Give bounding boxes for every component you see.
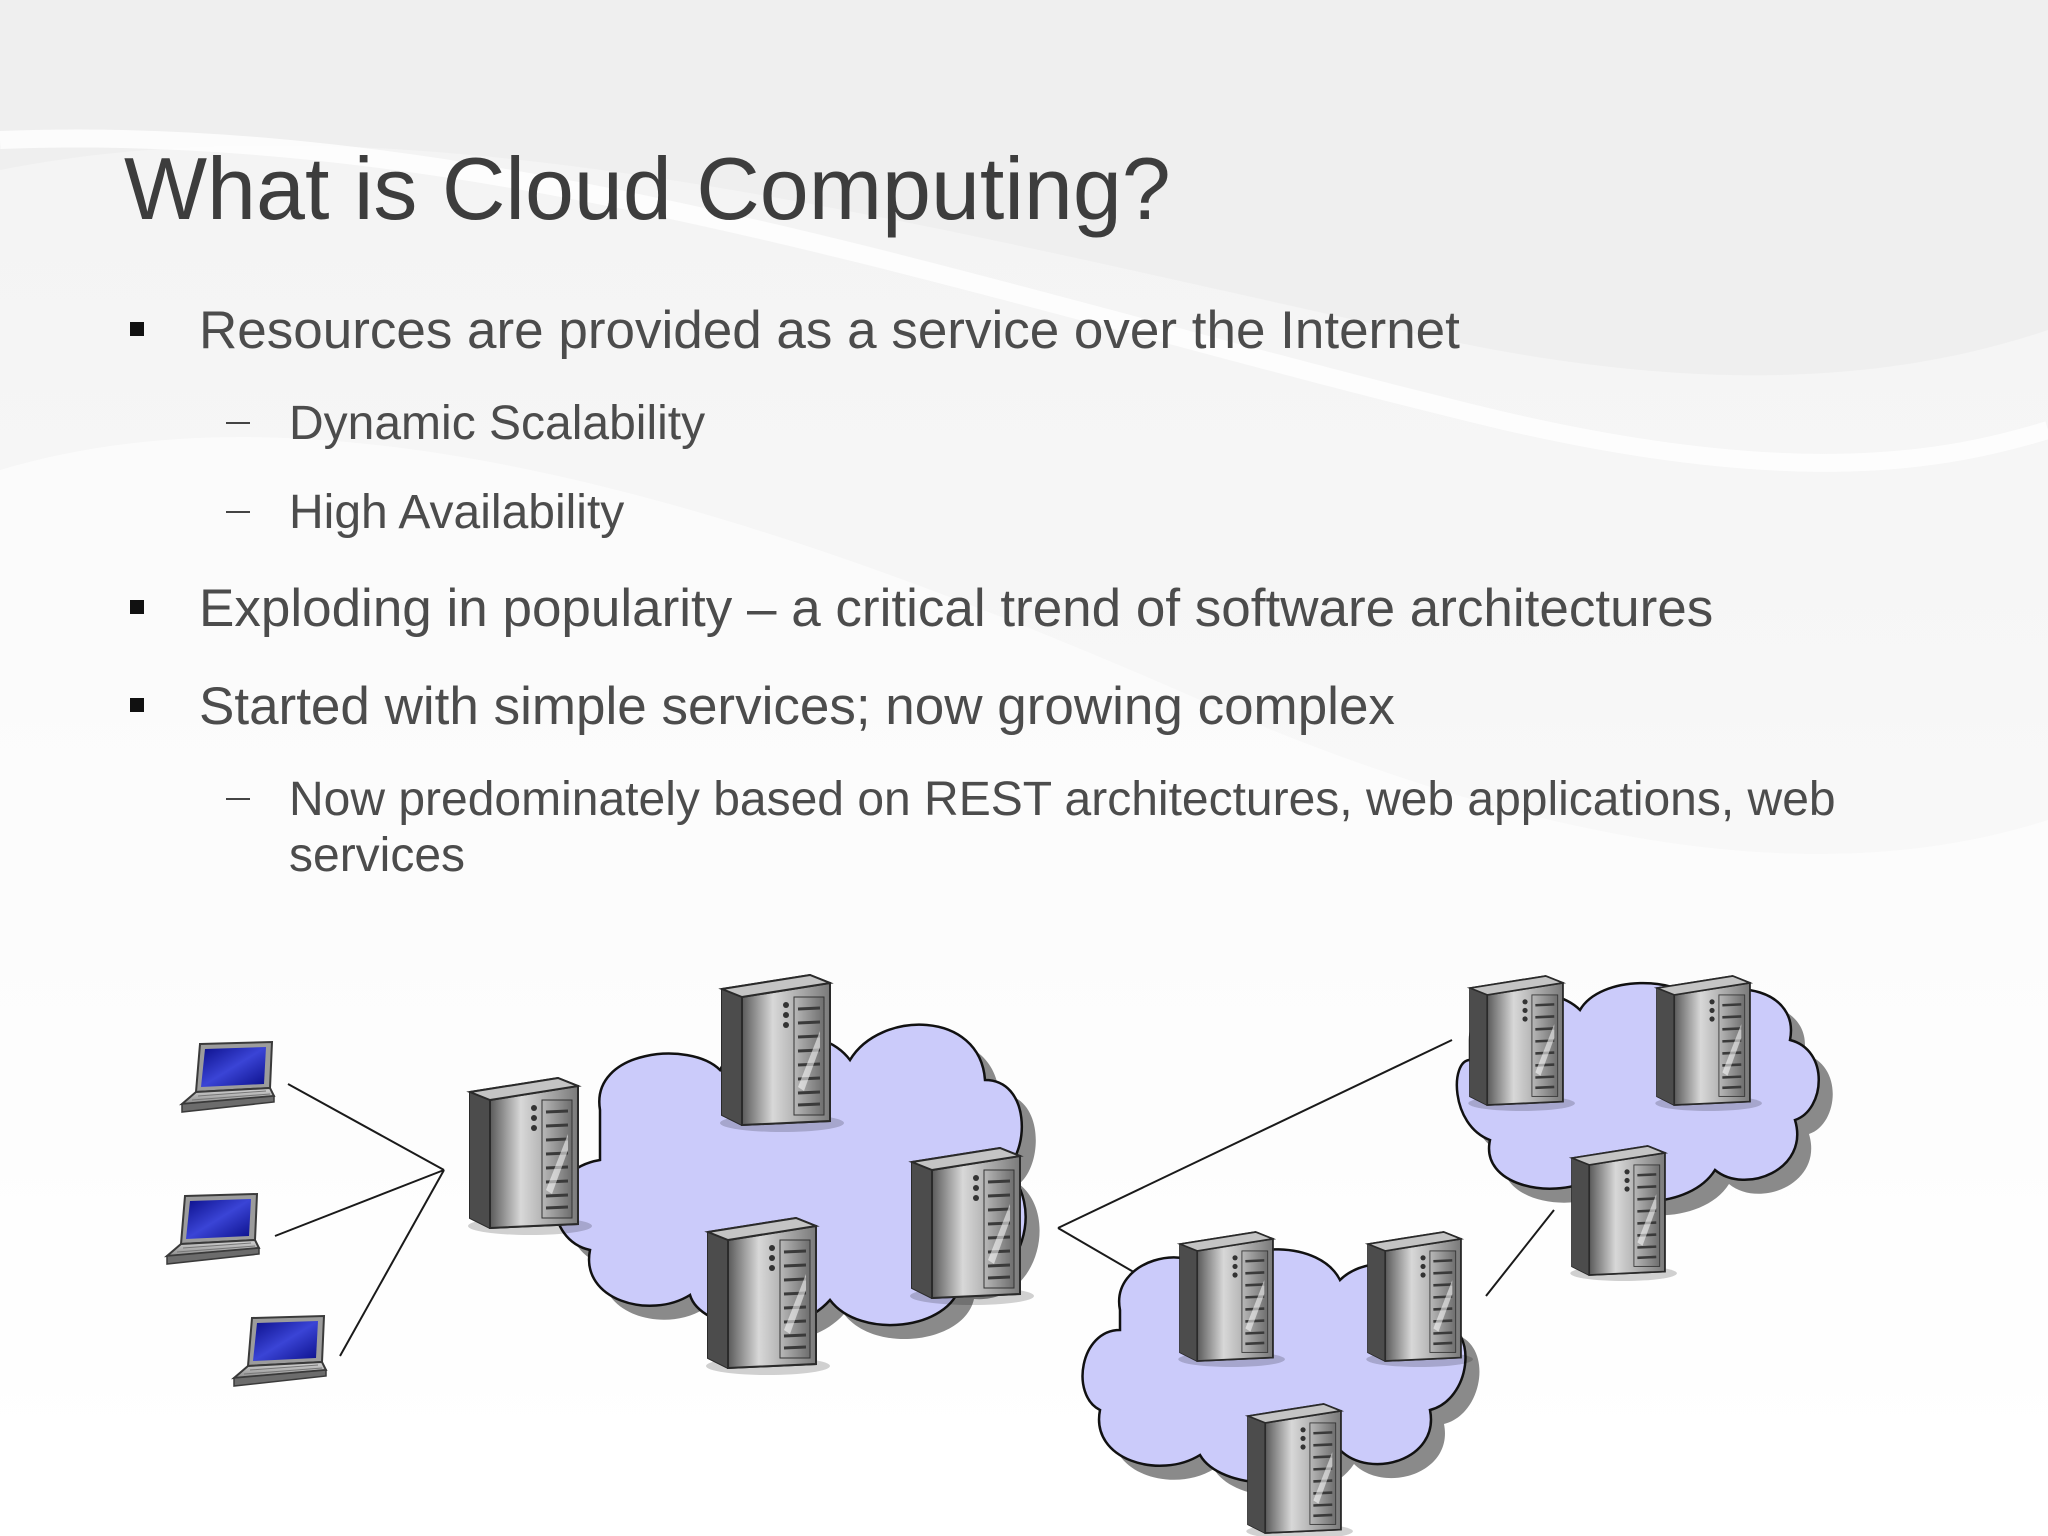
- server-icon: [718, 973, 846, 1134]
- sub-bullet-text: Now predominately based on REST architec…: [289, 773, 1836, 882]
- bullet-text: Resources are provided as a service over…: [199, 301, 1460, 360]
- dash-bullet-icon: [226, 798, 250, 800]
- bullet-text: Started with simple services; now growin…: [199, 677, 1395, 736]
- bullet-text: Exploding in popularity – a critical tre…: [199, 579, 1714, 638]
- square-bullet-icon: [130, 322, 144, 336]
- server-icon: [1568, 1144, 1679, 1283]
- dash-bullet-icon: [226, 511, 250, 513]
- slide-title: What is Cloud Computing?: [124, 139, 1171, 238]
- server-icon: [1176, 1230, 1287, 1369]
- network-links: [274, 1039, 1555, 1357]
- sub-bullet-text: Dynamic Scalability: [289, 397, 706, 450]
- server-icon: [1364, 1230, 1475, 1369]
- laptop-icon: [181, 1041, 275, 1113]
- server-icon: [704, 1216, 832, 1377]
- server-icon: [908, 1146, 1036, 1307]
- sub-bullet-text: High Availability: [289, 486, 625, 539]
- square-bullet-icon: [130, 600, 144, 614]
- server-icon: [1244, 1402, 1355, 1536]
- dash-bullet-icon: [226, 422, 250, 424]
- laptop-icon: [233, 1315, 327, 1387]
- server-icon: [1653, 974, 1764, 1113]
- server-icon: [1466, 974, 1577, 1113]
- square-bullet-icon: [130, 698, 144, 712]
- laptop-icon: [166, 1193, 260, 1265]
- cloud-network-diagram: [166, 973, 1833, 1536]
- server-icon: [466, 1076, 594, 1237]
